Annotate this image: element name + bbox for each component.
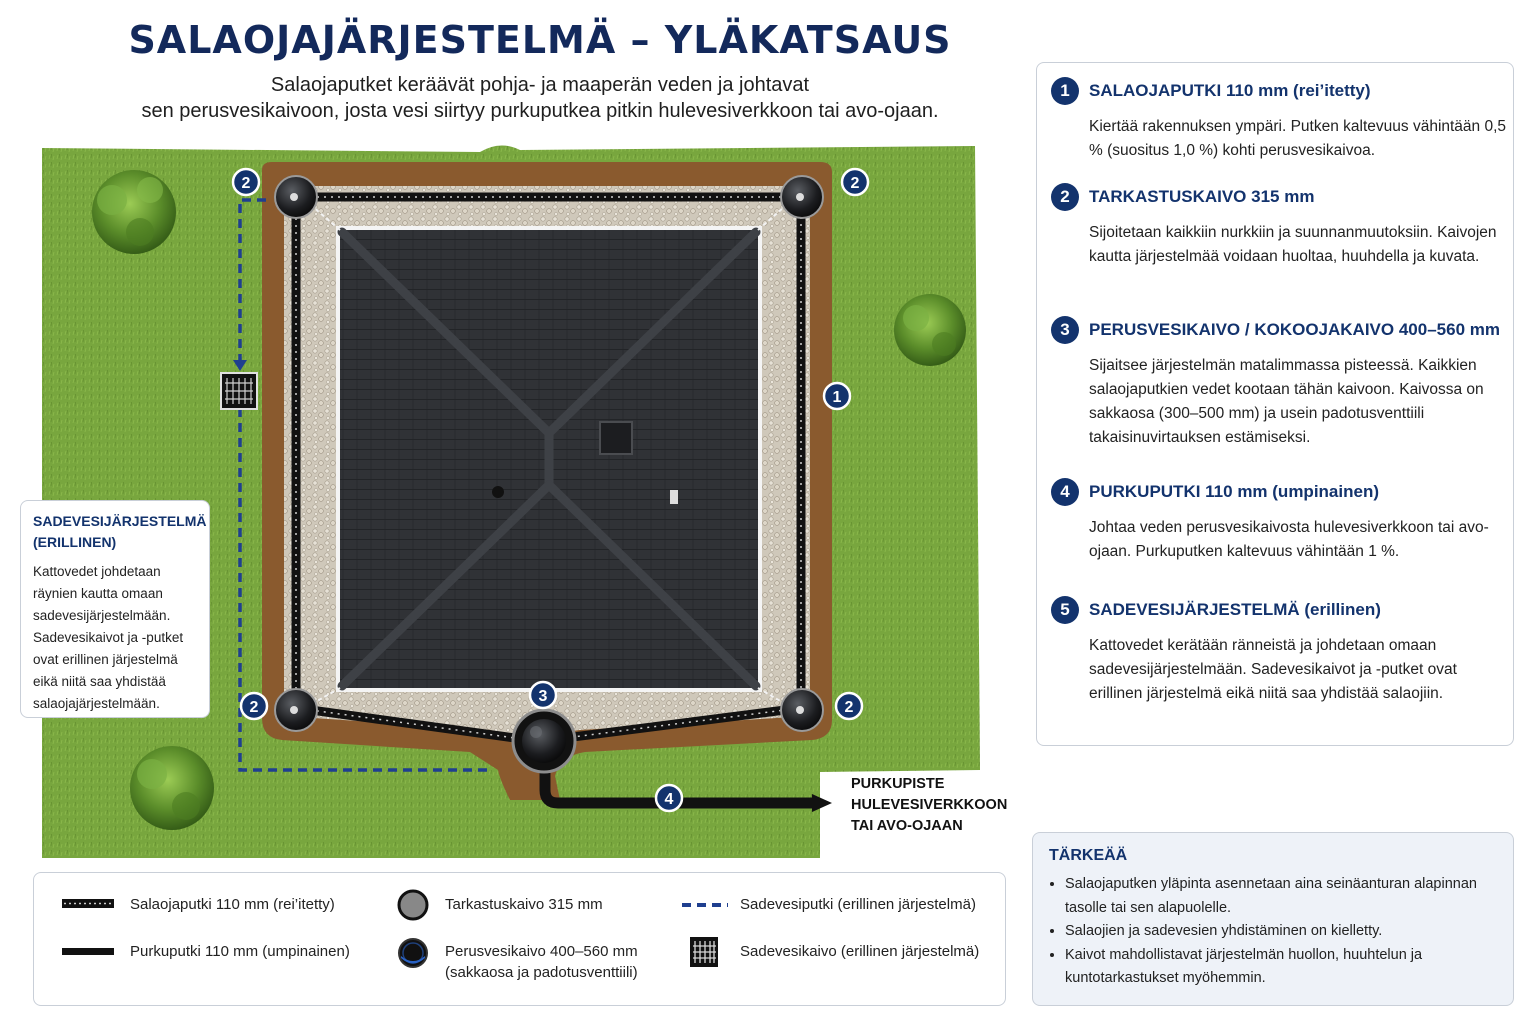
- badge-inspection-tl: 2: [231, 167, 261, 197]
- component-title: TARKASTUSKAIVO 315 mm: [1089, 187, 1315, 206]
- bush-top-left: [92, 170, 176, 254]
- component-number: 3: [1051, 316, 1079, 344]
- page-title: SALAOJAJÄRJESTELMÄ – YLÄKATSAUS: [128, 18, 952, 62]
- subtitle-line-2: sen perusvesikaivoon, josta vesi siirtyy…: [141, 100, 939, 122]
- legend-storm-pipe-label: Sadevesiputki (erillinen järjestelmä): [740, 896, 976, 913]
- outlet-label: PURKUPISTE HULEVESIVERKKOON TAI AVO-OJAA…: [851, 776, 1008, 834]
- list-item: Kaivot mahdollistavat järjestelmän huoll…: [1065, 944, 1497, 991]
- inspection-well-bottom-left: [274, 688, 318, 732]
- discharge-pipe: [539, 760, 815, 809]
- badge-main-well: 3: [528, 680, 558, 710]
- legend-inspection-label: Tarkastuskaivo 315 mm: [445, 896, 603, 913]
- badge-inspection-tr: 2: [840, 167, 870, 197]
- page-subtitle: Salaojaputket keräävät pohja- ja maaperä…: [60, 72, 1020, 124]
- svg-text:3: 3: [539, 688, 548, 705]
- svg-text:2: 2: [242, 175, 251, 192]
- components-panel: 1 SALAOJAPUTKI 110 mm (rei’itetty) Kiert…: [1036, 62, 1514, 746]
- svg-text:1: 1: [833, 389, 842, 406]
- stormwater-pipe: [238, 198, 266, 362]
- stormwater-well-grate: [220, 372, 258, 410]
- chimney: [599, 421, 633, 455]
- important-list: Salaojaputken yläpinta asennetaan aina s…: [1049, 873, 1497, 991]
- svg-text:2: 2: [851, 175, 860, 192]
- component-text: Kiertää rakennuksen ympäri. Putken kalte…: [1089, 118, 1507, 159]
- stormwater-callout-text: Kattovedet johdetaan räynien kautta omaa…: [33, 564, 184, 711]
- component-text: Sijaitsee järjestelmän matalimmassa pist…: [1089, 357, 1484, 446]
- important-box: TÄRKEÄÄ Salaojaputken yläpinta asennetaa…: [1032, 832, 1514, 1006]
- stormwater-pipe-icon: [682, 903, 728, 907]
- bush-bottom-left: [130, 746, 214, 830]
- badge-discharge: 4: [654, 783, 684, 813]
- component-number: 1: [1051, 77, 1079, 105]
- inspection-well-top-right: [780, 175, 824, 219]
- component-text: Kattovedet kerätään ränneistä ja johdeta…: [1089, 637, 1457, 702]
- component-title: PERUSVESIKAIVO / KOKOOJAKAIVO 400–560 mm: [1089, 320, 1500, 339]
- perforated-pipe-icon: [62, 899, 114, 908]
- legend-main-well-line-2: (sakkaosa ja padotusventtiili): [445, 964, 638, 981]
- badge-drain-pipe: 1: [822, 381, 852, 411]
- legend-solid-label: Purkuputki 110 mm (umpinainen): [130, 943, 350, 960]
- badge-inspection-bl: 2: [239, 691, 269, 721]
- main-collection-well: [511, 708, 577, 774]
- inspection-well-top-left: [274, 175, 318, 219]
- legend-main-well-label: Perusvesikaivo 400–560 mm (sakkaosa ja p…: [445, 941, 638, 983]
- solid-pipe-icon: [62, 948, 114, 955]
- outlet-arrow: [812, 794, 832, 812]
- list-item: Salaojien ja sadevesien yhdistäminen on …: [1065, 920, 1497, 944]
- subtitle-line-1: Salaojaputket keräävät pohja- ja maaperä…: [270, 74, 810, 96]
- component-text: Sijoitetaan kaikkiin nurkkiin ja suunnan…: [1089, 224, 1497, 265]
- important-title: TÄRKEÄÄ: [1049, 847, 1128, 864]
- roof-vent: [492, 486, 504, 498]
- main-well-icon: [398, 938, 428, 968]
- bush-right: [894, 294, 966, 366]
- svg-text:4: 4: [665, 791, 674, 808]
- stormwater-well-icon: [690, 937, 718, 967]
- svg-text:2: 2: [845, 699, 854, 716]
- component-title: PURKUPUTKI 110 mm (umpinainen): [1089, 482, 1379, 501]
- component-title: SALAOJAPUTKI 110 mm (rei’itetty): [1089, 81, 1371, 100]
- component-text: Johtaa veden perusvesikaivosta hulevesiv…: [1089, 519, 1489, 560]
- roof-hatch: [670, 490, 678, 504]
- legend-main-well-line-1: Perusvesikaivo 400–560 mm: [445, 943, 638, 960]
- svg-text:2: 2: [250, 699, 259, 716]
- component-number: 4: [1051, 478, 1079, 506]
- badge-inspection-br: 2: [834, 691, 864, 721]
- legend: Salaojaputki 110 mm (rei’itetty) Purkupu…: [33, 872, 1006, 1006]
- legend-storm-well-label: Sadevesikaivo (erillinen järjestelmä): [740, 943, 980, 960]
- stormwater-callout: SADEVESIJÄRJESTELMÄ (ERILLINEN) Kattoved…: [20, 500, 210, 718]
- inspection-well-icon: [397, 889, 429, 921]
- component-title: SADEVESIJÄRJESTELMÄ (erillinen): [1089, 600, 1381, 619]
- component-number: 2: [1051, 183, 1079, 211]
- roof-ridges: [337, 227, 761, 691]
- inspection-well-bottom-right: [780, 688, 824, 732]
- list-item: Salaojaputken yläpinta asennetaan aina s…: [1065, 873, 1497, 920]
- stormwater-callout-title: SADEVESIJÄRJESTELMÄ (ERILLINEN): [33, 513, 207, 550]
- component-number: 5: [1051, 596, 1079, 624]
- legend-perforated-label: Salaojaputki 110 mm (rei’itetty): [130, 896, 335, 913]
